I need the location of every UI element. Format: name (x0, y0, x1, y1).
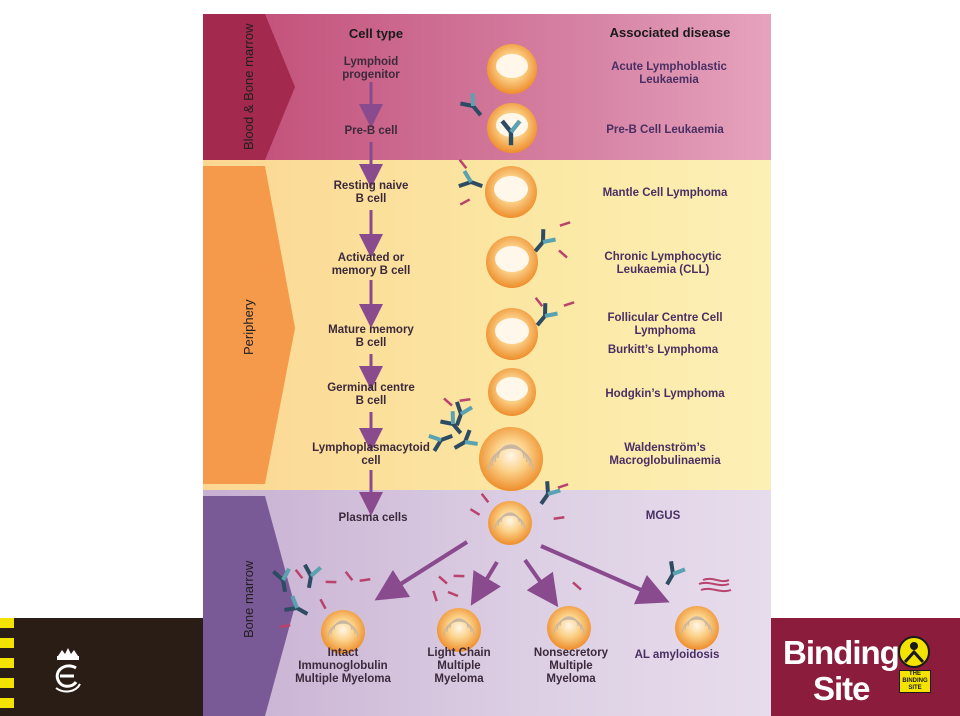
brand-line1: Binding (783, 634, 900, 671)
band-blood-bone-marrow (203, 14, 771, 160)
band-periphery (203, 160, 771, 490)
footer-stripe (0, 618, 20, 716)
brand-panel (771, 618, 960, 716)
section-chevrons (203, 14, 295, 716)
disease-al-amyloidosis: AL amyloidosis (634, 649, 720, 661)
diagram-graphics (271, 44, 732, 654)
cells (321, 44, 719, 654)
b-cell-diagram: Blood & Bone marrow Periphery Bone marro… (203, 14, 771, 716)
disease-mantle: Mantle Cell Lymphoma (602, 187, 728, 199)
royal-emblem-icon (55, 648, 81, 693)
disease-pre-b-leukaemia: Pre-B Cell Leukaemia (606, 124, 724, 136)
disease-mgus: MGUS (645, 510, 681, 522)
header-cell-type: Cell type (348, 26, 404, 41)
cell-plasma: Plasma cells (338, 512, 408, 524)
disease-burkitt: Burkitt’s Lymphoma (607, 344, 719, 356)
cell-pre-b: Pre-B cell (344, 125, 398, 137)
antibody-marks (271, 91, 732, 632)
branch-arrows (374, 540, 670, 608)
header-associated-disease: Associated disease (609, 25, 731, 40)
brand-line2: Site (813, 670, 871, 707)
seal-figure-icon (898, 636, 930, 668)
disease-hodgkin: Hodgkin’s Lymphoma (605, 388, 725, 400)
